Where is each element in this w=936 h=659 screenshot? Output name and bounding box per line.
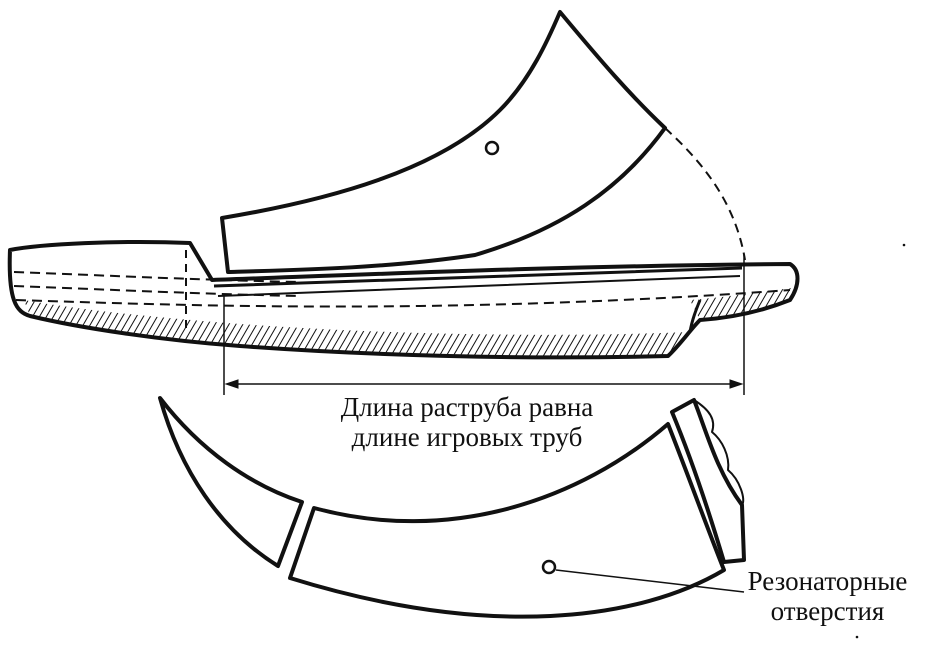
length-dimension [223, 255, 745, 395]
upper-bell-piece [220, 10, 667, 274]
lower-bell-left-piece [158, 396, 304, 568]
resonator-label-line2: отверстия [770, 596, 885, 626]
length-label-line1: Длина раструба равна [340, 392, 594, 422]
upper-resonator-hole [484, 140, 500, 156]
lower-resonator-hole [541, 559, 557, 575]
resonator-leader-line [555, 569, 745, 593]
lower-bell-main-piece [288, 422, 726, 619]
resonator-label: Резонаторные отверстия [740, 566, 915, 626]
length-label-line2: длине игровых труб [351, 422, 583, 452]
length-label: Длина раструба равна длине игровых труб [322, 392, 612, 452]
stock-body [7, 239, 800, 360]
resonator-label-line1: Резонаторные [747, 566, 908, 596]
bell-projection-dashed-arc [664, 127, 746, 261]
lower-bell-end-strip [670, 398, 746, 564]
